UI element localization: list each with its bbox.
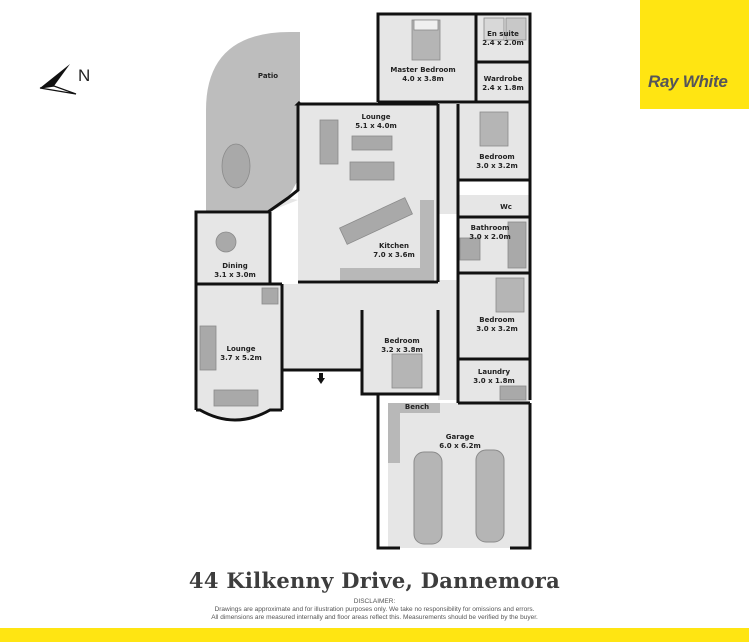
disclaimer-heading: DISCLAIMER: <box>353 598 396 605</box>
ray-white-logo: Ray White <box>640 0 749 109</box>
compass-north-label: N <box>78 66 91 85</box>
entry-arrow-icon <box>317 373 325 384</box>
north-arrow-icon <box>39 64 77 95</box>
room-label-patio: Patio <box>257 72 279 80</box>
room-label-bench: Bench <box>404 403 430 411</box>
property-address: 44 Kilkenny Drive, Dannemora <box>188 568 561 593</box>
patio-area <box>206 32 300 212</box>
disclaimer-line-2: All dimensions are measured internally a… <box>211 614 538 621</box>
disclaimer-line-1: Drawings are approximate and for illustr… <box>214 606 535 613</box>
footer-brand-bar <box>0 628 749 642</box>
room-label-wc: Wc <box>500 203 512 211</box>
compass: N <box>36 60 96 100</box>
floor-plan <box>194 12 532 550</box>
logo-text: Ray White <box>648 72 728 91</box>
